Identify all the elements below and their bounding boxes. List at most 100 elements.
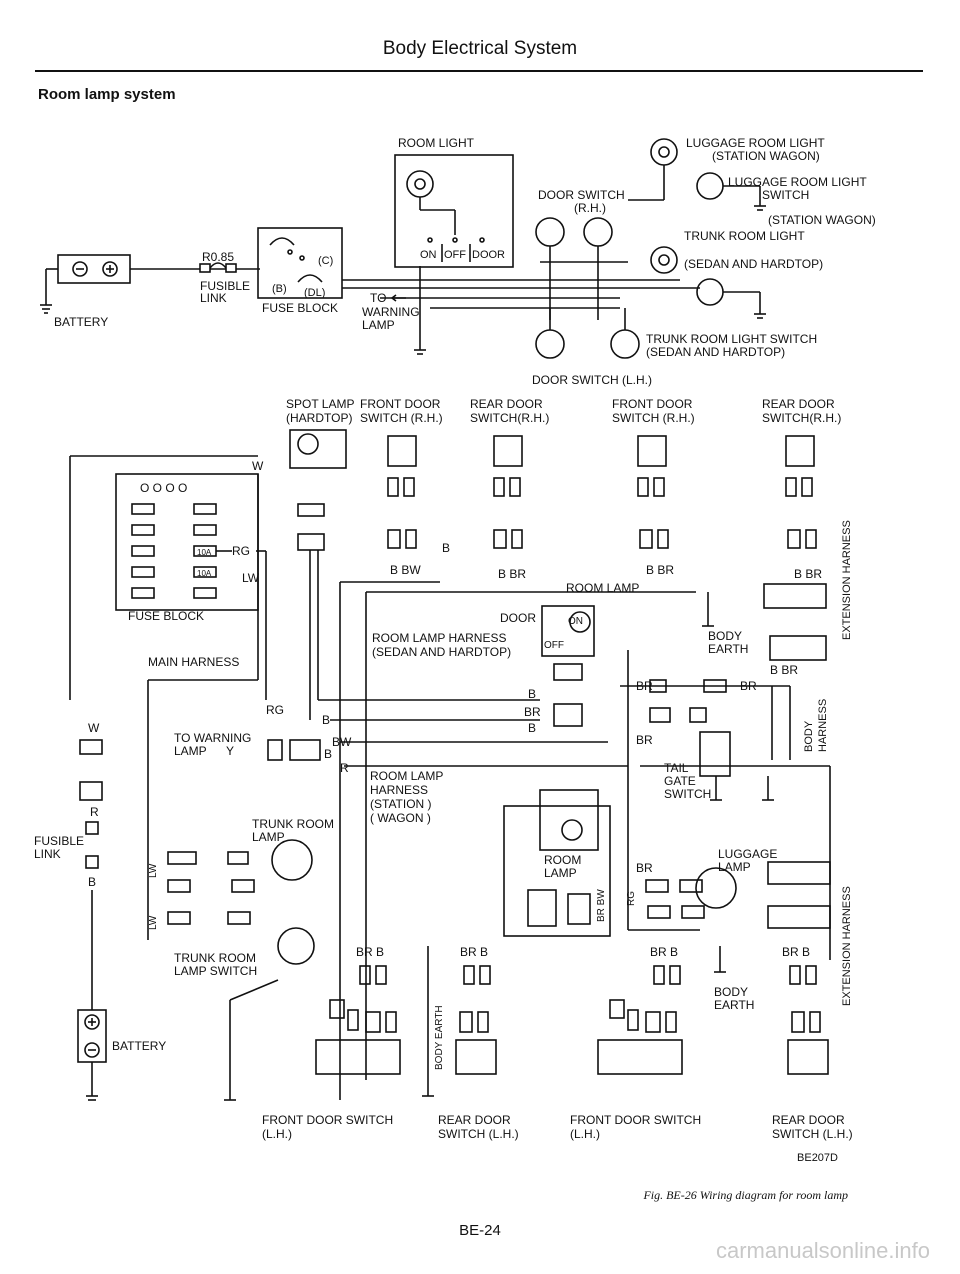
wire-b-br-4: B BR [770, 663, 798, 677]
rear-door-lh-2: SWITCH (L.H.) [438, 1127, 519, 1141]
wire-rg-3: RG [626, 891, 637, 906]
off-label: OFF [544, 640, 564, 651]
main-harness-label: MAIN HARNESS [148, 655, 239, 669]
front-door-lh2-1: FRONT DOOR SWITCH [570, 1113, 701, 1127]
luggage-room-light-2: (STATION WAGON) [712, 149, 820, 163]
wire-b-1: B [88, 875, 96, 889]
fuse-block-top-label: FUSE BLOCK [262, 301, 338, 315]
on-label: ON [568, 616, 583, 627]
fusible-link-label-1: FUSIBLE [200, 279, 250, 293]
wire-br-5: BR [636, 679, 653, 693]
luggage-lamp-1: LUGGAGE [718, 847, 777, 861]
to-warning-bottom-2: LAMP [174, 744, 207, 758]
front-door-rh2-2: SWITCH (R.H.) [612, 411, 695, 425]
battery-top [40, 254, 131, 314]
front-door-lh-1: FRONT DOOR SWITCH [262, 1113, 393, 1127]
fuse-term-b: (B) [272, 283, 287, 295]
wire-br-7: BR [636, 733, 653, 747]
wire-b-br-2: B BR [646, 563, 674, 577]
door-switch-rh-2: (R.H.) [574, 201, 606, 215]
front-door-rh2-1: FRONT DOOR [612, 397, 693, 411]
figure-code: BE207D [797, 1152, 838, 1164]
trunk-switch-b1: TRUNK ROOM [174, 951, 256, 965]
fuse-10a-2: 10A [197, 569, 212, 578]
rear-door-rh2-2: SWITCH(R.H.) [762, 411, 841, 425]
to-warning-2: WARNING [362, 305, 420, 319]
wire-w-2: W [88, 721, 100, 735]
rear-door-rh-2: SWITCH(R.H.) [470, 411, 549, 425]
luggage-switch-1: LUGGAGE ROOM LIGHT [728, 175, 867, 189]
battery-bottom [77, 1009, 107, 1063]
door-label: DOOR [500, 611, 536, 625]
wire-lw-2: LW [148, 863, 159, 878]
trunk-lamp-2: LAMP [252, 830, 285, 844]
rear-door-lh-1: REAR DOOR [438, 1113, 511, 1127]
wire-br-b-4: BR B [782, 945, 810, 959]
body-earth-1: BODY [708, 629, 742, 643]
fuse-10a-1: 10A [197, 548, 212, 557]
wire-b-3: B [324, 747, 332, 761]
wire-lw-1: LW [242, 571, 260, 585]
front-door-rh-1: FRONT DOOR [360, 397, 441, 411]
trunk-switch-b2: LAMP SWITCH [174, 964, 257, 978]
fusible-link-label-2: LINK [200, 291, 227, 305]
fuse-block-top [257, 227, 343, 299]
trunk-room-light-2: (SEDAN AND HARDTOP) [684, 257, 823, 271]
wire-b-bw: B BW [390, 563, 421, 577]
tail-gate-3: SWITCH [664, 787, 711, 801]
trunk-switch-1: TRUNK ROOM LIGHT SWITCH [646, 332, 817, 346]
wire-b-2: B [322, 713, 330, 727]
page-number: BE-24 [459, 1222, 501, 1239]
wire-y: Y [226, 744, 234, 758]
station-wagon-label: (STATION WAGON) [768, 213, 876, 227]
to-warning-1: TO [370, 291, 386, 305]
wire-b-4: B [442, 541, 450, 555]
room-lamp-label-1: ROOM LAMP [566, 581, 639, 595]
body-earth-2b: EARTH [714, 998, 754, 1012]
tail-gate-1: TAIL [664, 761, 689, 775]
fusible-link-bottom-2: LINK [34, 847, 61, 861]
room-lamp-harness-sedan-1: ROOM LAMP HARNESS [372, 631, 506, 645]
to-warning-3: LAMP [362, 318, 395, 332]
trunk-lamp-1: TRUNK ROOM [252, 817, 334, 831]
room-lamp-harness-sedan-2: (SEDAN AND HARDTOP) [372, 645, 511, 659]
wire-br-b-3: BR B [650, 945, 678, 959]
wire-br-b-2: BR B [460, 945, 488, 959]
wire-b-br-3: B BR [794, 567, 822, 581]
fusible-link-rating: R0.85 [202, 250, 234, 264]
wire-rg-1: RG [232, 544, 250, 558]
wire-bw-2: BR BW [596, 889, 607, 922]
rlh-wagon-3: (STATION ) [370, 797, 432, 811]
wire-rg-2: RG [266, 703, 284, 717]
wire-br-8: BR [636, 861, 653, 875]
wire-br-4: BR [524, 705, 541, 719]
room-light-label: ROOM LIGHT [398, 136, 475, 150]
rlh-wagon-2: HARNESS [370, 783, 428, 797]
door-switch-rh-1: DOOR SWITCH [538, 188, 625, 202]
wire-r-1: R [90, 805, 99, 819]
front-door-rh-2: SWITCH (R.H.) [360, 411, 443, 425]
room-lamp-2a: ROOM [544, 853, 581, 867]
door-switch-lh-top: DOOR SWITCH (L.H.) [532, 373, 652, 387]
wire-r-2: R [340, 761, 349, 775]
switch-door: DOOR [472, 249, 505, 261]
wire-lw-3: LW [148, 915, 159, 930]
figure-caption: Fig. BE-26 Wiring diagram for room lamp [643, 1188, 848, 1202]
spot-lamp-1: SPOT LAMP [286, 397, 354, 411]
wire-b-5: B [528, 687, 536, 701]
wire-w-1: W [252, 459, 264, 473]
wire-b-br-1: B BR [498, 567, 526, 581]
body-earth-vertical: BODY EARTH [434, 1005, 445, 1070]
rear-door-lh2-2: SWITCH (L.H.) [772, 1127, 853, 1141]
fuse-slots [131, 503, 217, 599]
fuse-dots: O O O O [140, 481, 187, 495]
switch-off: OFF [444, 249, 466, 261]
battery-top-label: BATTERY [54, 315, 108, 329]
page-header: Body Electrical System [382, 38, 578, 59]
header-rule [35, 70, 923, 72]
fusible-link-bottom-1: FUSIBLE [34, 834, 84, 848]
rear-door-rh-1: REAR DOOR [470, 397, 543, 411]
trunk-room-light-1: TRUNK ROOM LIGHT [684, 229, 805, 243]
room-light-box [394, 154, 514, 268]
